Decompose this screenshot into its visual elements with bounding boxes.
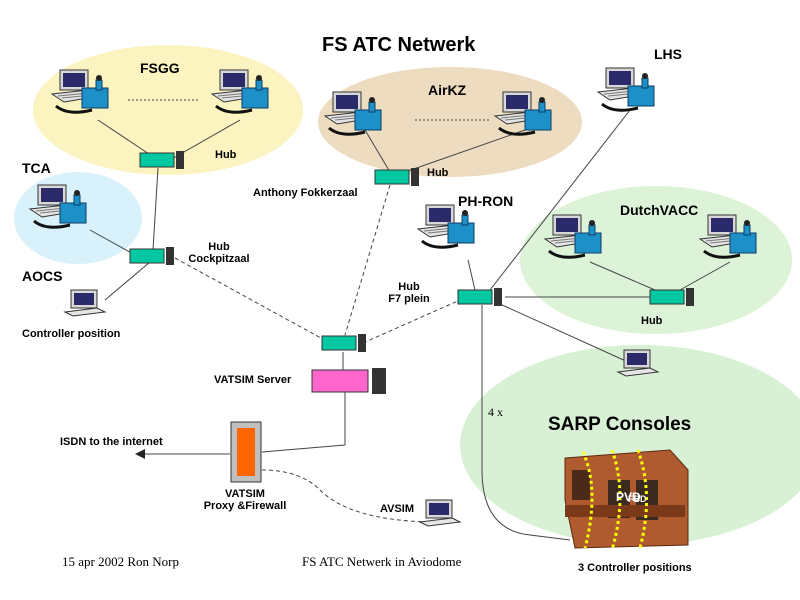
- avsim-label: AVSIM: [380, 503, 415, 515]
- phron-workstation: [416, 203, 476, 249]
- fsgg-label: FSGG: [140, 60, 180, 76]
- hub-cockpitzaal-line1: Hub: [208, 241, 230, 253]
- proxy-line1: VATSIM: [225, 488, 265, 500]
- hub-f7-label: Hub F7 plein: [378, 281, 440, 305]
- hub-airkz: [374, 167, 420, 187]
- hub-fsgg-label: Hub: [215, 149, 237, 161]
- hub-cockpitzaal: [129, 246, 175, 266]
- airkz-label: AirKZ: [428, 82, 467, 98]
- diagram-title: FS ATC Netwerk: [322, 34, 476, 56]
- hub-dutchvacc: [649, 287, 695, 307]
- three-controller-positions-label: 3 Controller positions: [578, 562, 692, 574]
- proxy-line2: Proxy &Firewall: [203, 500, 287, 512]
- footer-date-author: 15 apr 2002 Ron Norp: [62, 554, 179, 569]
- avsim-laptop: [419, 499, 461, 527]
- hub-f7-plein: [457, 287, 503, 307]
- anthony-fokkerzaal-label: Anthony Fokkerzaal: [253, 187, 358, 199]
- footer-subtitle: FS ATC Netwerk in Aviodome: [302, 554, 462, 569]
- proxy-firewall-label: VATSIM Proxy &Firewall: [190, 488, 300, 512]
- sarp-console: [564, 449, 689, 551]
- hub-cockpitzaal-label: Hub Cockpitzaal: [184, 241, 254, 265]
- network-links: [89, 109, 731, 541]
- dutchvacc-label: DutchVACC: [620, 202, 699, 218]
- hub-cockpitzaal-line2: Cockpitzaal: [188, 253, 250, 265]
- sarp-zone: [460, 345, 800, 545]
- controller-position-label: Controller position: [22, 328, 121, 340]
- hub-airkz-label: Hub: [427, 167, 449, 179]
- phron-label: PH-RON: [458, 193, 514, 209]
- lhs-workstation: [596, 66, 656, 112]
- hub-f7-line2: F7 plein: [388, 293, 430, 305]
- four-x-label: 4 x: [488, 405, 503, 419]
- lhs-label: LHS: [654, 46, 682, 62]
- firewall-tower: [230, 421, 262, 483]
- fbd-label: FBD: [628, 494, 647, 504]
- vatsim-server: [311, 368, 386, 394]
- isdn-label: ISDN to the internet: [60, 436, 163, 448]
- aocs-label: AOCS: [22, 268, 63, 284]
- aocs-laptop: [64, 289, 106, 317]
- pvd-label: PVD: [616, 490, 641, 504]
- hub-server: [321, 333, 367, 353]
- vatsim-server-label: VATSIM Server: [214, 374, 292, 386]
- tca-label: TCA: [22, 160, 51, 176]
- hub-fsgg: [139, 150, 185, 170]
- hub-f7-line1: Hub: [398, 281, 420, 293]
- hub-dutchvacc-label: Hub: [641, 315, 663, 327]
- sarp-consoles-label: SARP Consoles: [548, 414, 692, 435]
